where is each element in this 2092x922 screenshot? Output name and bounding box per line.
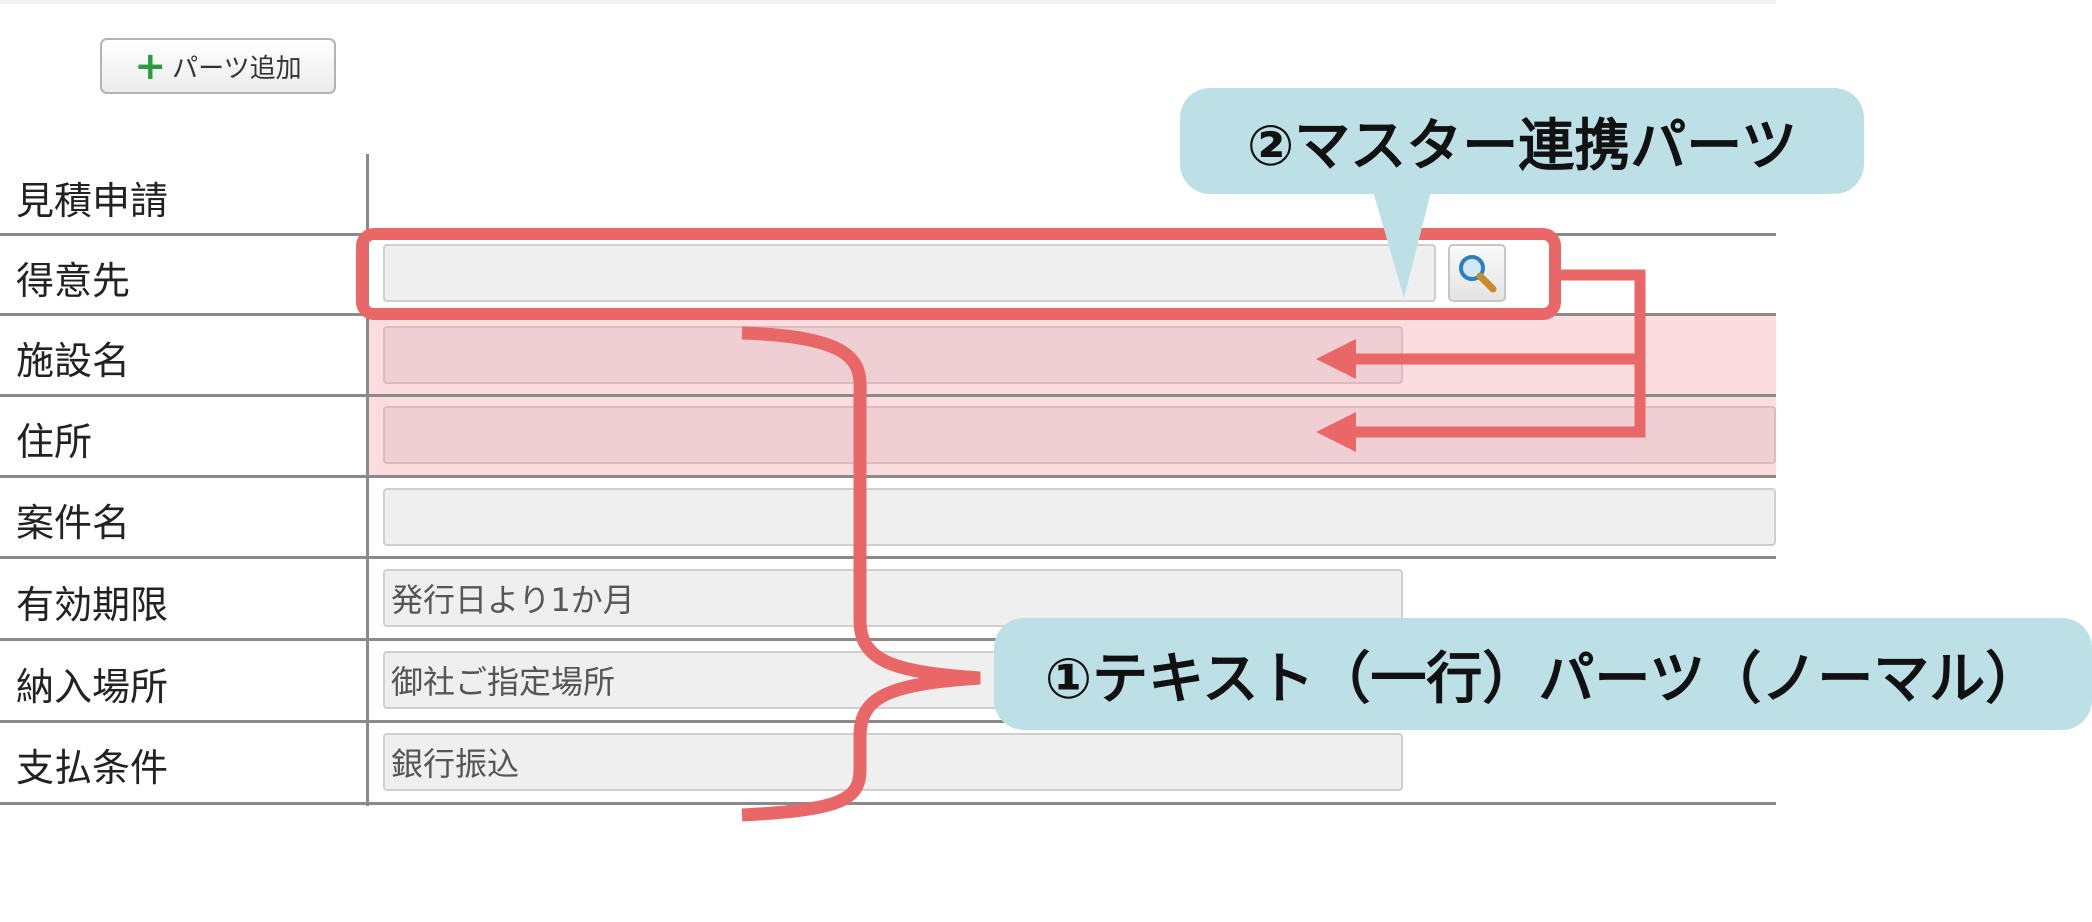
label-address: 住所 (16, 419, 93, 464)
arrow-head-icon (1316, 339, 1356, 379)
add-parts-label: パーツ追加 (172, 53, 302, 84)
label-payment-terms: 支払条件 (16, 745, 169, 790)
row-divider (0, 802, 1776, 805)
customer-input[interactable] (383, 244, 1436, 302)
label-validity: 有効期限 (16, 582, 169, 627)
add-parts-button[interactable]: + パーツ追加 (100, 38, 336, 94)
label-customer: 得意先 (16, 258, 131, 303)
payment-terms-input[interactable] (383, 733, 1403, 791)
master-search-button[interactable] (1448, 244, 1506, 302)
row-divider (0, 394, 1776, 397)
facility-name-input[interactable] (383, 326, 1403, 384)
row-divider (0, 475, 1776, 478)
plus-icon: + (134, 44, 167, 88)
row-divider (0, 556, 1776, 559)
label-delivery-place: 納入場所 (16, 664, 169, 709)
label-project-name: 案件名 (16, 500, 131, 545)
callout-master-link-part: ②マスター連携パーツ (1180, 88, 1864, 194)
label-facility-name: 施設名 (16, 338, 131, 383)
master-part-highlight-box (356, 228, 1561, 320)
validity-input[interactable] (383, 569, 1403, 627)
row-divider (0, 638, 1776, 641)
callout-pointer (1372, 188, 1432, 298)
magnifier-icon (1459, 255, 1497, 293)
project-name-input[interactable] (383, 488, 1776, 546)
row-divider (0, 720, 1776, 723)
form-header-label: 見積申請 (16, 178, 169, 223)
callout-text-normal-part: ①テキスト（一行）パーツ（ノーマル） (994, 618, 2092, 730)
top-divider (0, 0, 1776, 4)
text-parts-bracket (741, 326, 981, 822)
label-column-divider (366, 154, 369, 806)
arrow-head-icon (1316, 412, 1356, 452)
